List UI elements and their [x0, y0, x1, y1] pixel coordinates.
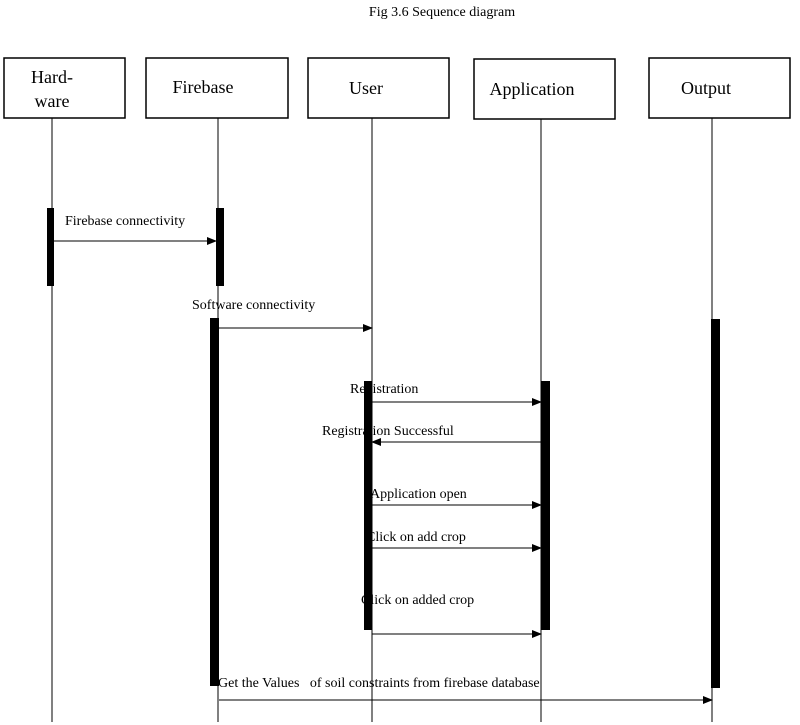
message-label: Registration — [350, 382, 418, 397]
actor-label: Application — [490, 79, 575, 99]
message-label: Software connectivity — [192, 298, 315, 313]
activation-bar-application — [541, 381, 550, 630]
message-label: Application open — [370, 487, 467, 502]
actor-output: Output — [648, 57, 791, 119]
message-get-soil-values: Get the Values of soil constraints from … — [218, 676, 713, 704]
actor-label-line: Hard- — [31, 67, 73, 87]
message-registration: Registration — [350, 382, 542, 406]
actor-hardware: Hard- ware — [3, 57, 126, 119]
actor-label: Firebase — [173, 77, 234, 97]
activation-bar-output — [711, 319, 720, 688]
actor-box — [145, 57, 289, 119]
message-firebase-connectivity: Firebase connectivity — [54, 214, 217, 245]
activation-bar-hardware — [47, 208, 54, 286]
message-label: Click on added crop — [361, 593, 474, 608]
message-click-on-added-crop: Click on added crop — [361, 593, 542, 638]
message-label: Registration Successful — [322, 424, 454, 439]
message-click-on-add-crop: Click on add crop — [366, 530, 542, 552]
message-registration-successful: Registration Successful — [322, 424, 541, 446]
actor-box — [473, 58, 616, 120]
message-application-open: Application open — [370, 487, 542, 509]
actor-label: User — [349, 78, 383, 98]
actor-box — [3, 57, 126, 119]
message-label: Click on add crop — [366, 530, 466, 545]
actor-user: User — [307, 57, 450, 119]
message-label: Firebase connectivity — [65, 214, 185, 229]
diagram-title: Fig 3.6 Sequence diagram — [369, 5, 515, 20]
message-software-connectivity: Software connectivity — [192, 298, 373, 332]
actor-box — [307, 57, 450, 119]
activation-bar-user — [364, 381, 372, 630]
actor-firebase: Firebase — [145, 57, 289, 119]
activation-bar-firebase — [210, 318, 219, 686]
actor-label: Output — [681, 78, 731, 98]
message-label: Get the Values of soil constraints from … — [218, 676, 540, 691]
actor-box — [648, 57, 791, 119]
activation-bar-firebase — [216, 208, 224, 286]
actor-label-line: ware — [35, 91, 70, 111]
actor-application: Application — [473, 58, 616, 120]
